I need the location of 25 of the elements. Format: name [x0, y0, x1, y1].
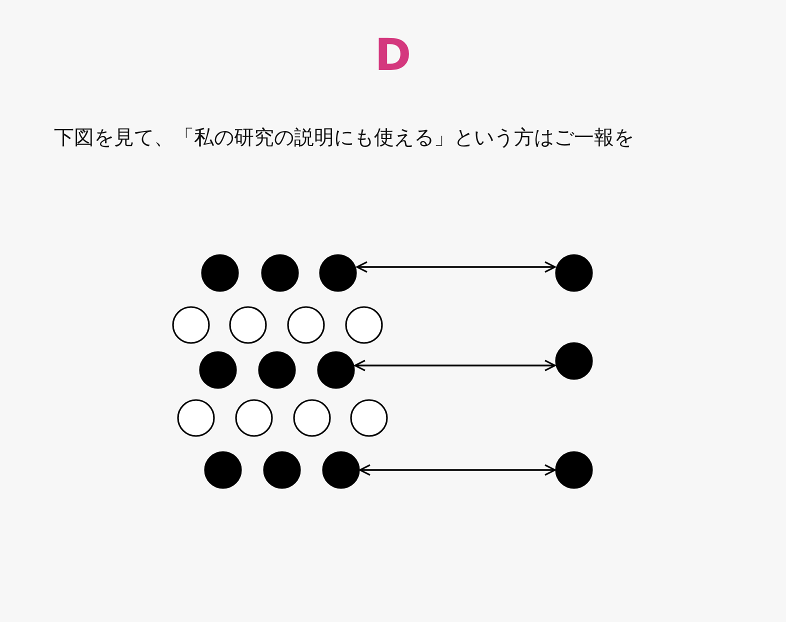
- hollow-circle: [229, 306, 267, 344]
- filled-circle: [555, 254, 593, 292]
- hollow-circle: [177, 399, 215, 437]
- hollow-circle: [350, 399, 388, 437]
- filled-circle: [317, 351, 355, 389]
- double-headed-arrow: [356, 261, 556, 273]
- caption-text: 下図を見て、「私の研究の説明にも使える」という方はご一報を: [54, 124, 634, 151]
- filled-circle: [555, 342, 593, 380]
- hollow-circle: [235, 399, 273, 437]
- filled-circle: [322, 451, 360, 489]
- filled-circle: [263, 451, 301, 489]
- filled-circle: [204, 451, 242, 489]
- filled-circle: [258, 351, 296, 389]
- double-headed-arrow: [354, 360, 556, 372]
- hollow-circle: [293, 399, 331, 437]
- filled-circle: [199, 351, 237, 389]
- hollow-circle: [172, 306, 210, 344]
- filled-circle: [261, 254, 299, 292]
- double-headed-arrow: [359, 464, 556, 476]
- filled-circle: [555, 451, 593, 489]
- filled-circle: [201, 254, 239, 292]
- title-letter: D: [374, 30, 412, 81]
- hollow-circle: [345, 306, 383, 344]
- filled-circle: [319, 254, 357, 292]
- hollow-circle: [287, 306, 325, 344]
